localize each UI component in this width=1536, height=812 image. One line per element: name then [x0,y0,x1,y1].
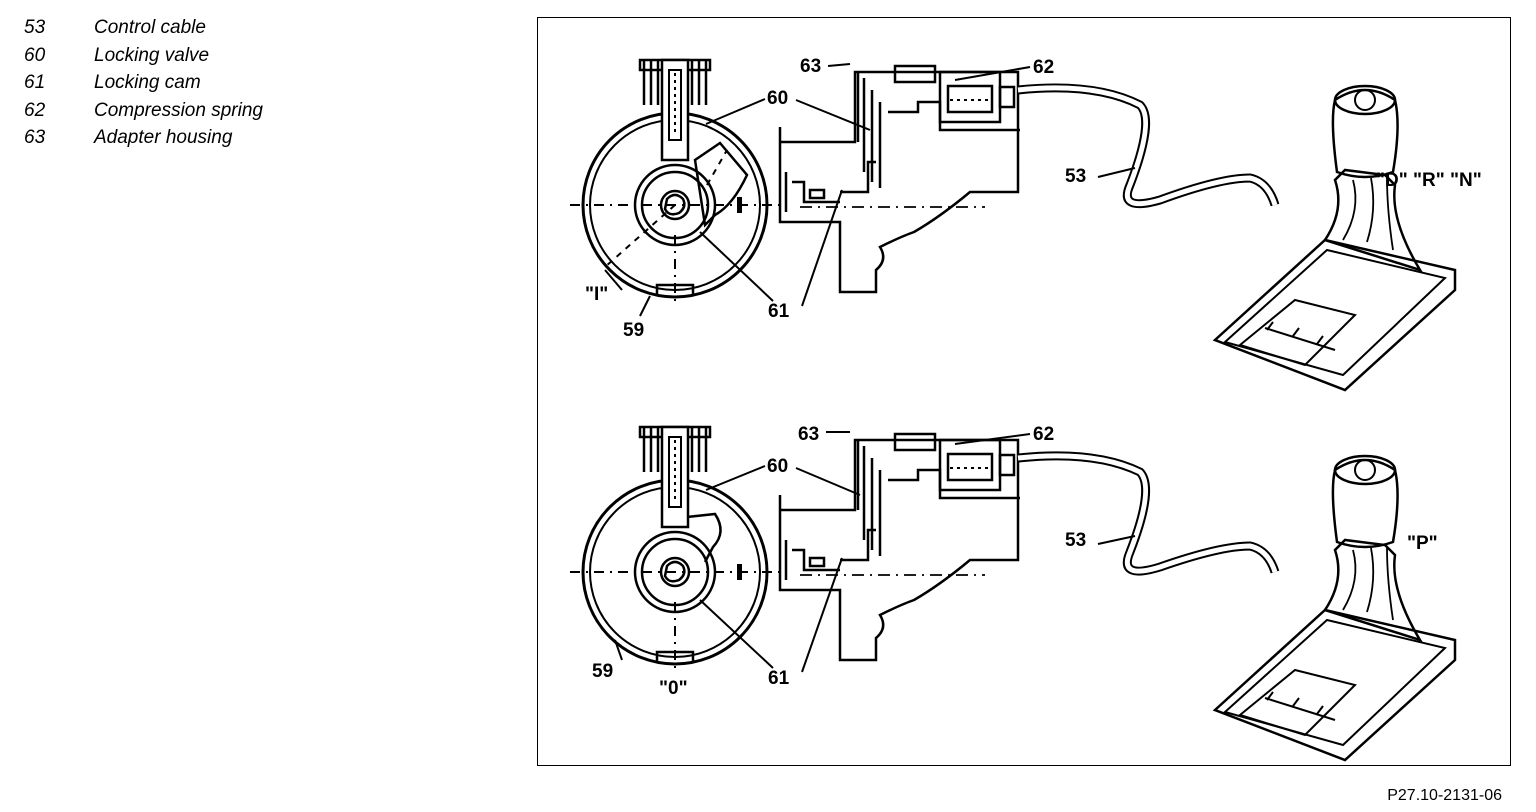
legend-label: Locking valve [94,44,210,66]
figure-reference: P27.10-2131-06 [1387,787,1502,804]
shift-position-label: "D" "R" "N" [1376,170,1482,191]
leader-lines [604,63,1136,317]
callout-53: 53 [1065,530,1086,551]
legend-label: Adapter housing [94,127,233,149]
legend-number: 60 [24,44,46,66]
leader-lines [614,431,1136,673]
callout-63: 63 [798,424,819,445]
callout-61: 61 [768,668,790,689]
diagram-frame [537,17,1511,766]
adapter-housing [778,432,1022,662]
callout-60: 60 [767,456,788,477]
callout-59: 59 [623,320,644,341]
key-position-label: "0" [659,678,688,699]
adapter-housing [778,64,1022,294]
legend-label: Compression spring [94,99,263,121]
selector-lever [1213,84,1457,392]
selector-lever [1213,454,1457,762]
shift-position-label: "P" [1407,533,1438,554]
legend-label: Control cable [94,17,206,38]
legend-number: 62 [24,99,46,121]
callout-62: 62 [1033,424,1054,445]
bottom-assembly: 63 62 60 53 61 59 "0" "P" [568,424,1457,762]
callout-62: 62 [1033,57,1054,78]
callout-61: 61 [768,301,790,322]
callout-53: 53 [1065,166,1086,187]
callout-59: 59 [592,661,613,682]
callout-60: 60 [767,88,788,109]
key-position-label: "I" [585,284,608,305]
legend-label: Locking cam [94,72,201,94]
ignition-lock-cylinder [568,58,782,307]
top-assembly: 63 62 60 53 61 59 "I" "D" "R" "N" [568,56,1482,392]
legend-number: 63 [24,127,46,149]
legend-number: 53 [24,17,46,38]
callout-63: 63 [800,56,821,77]
ignition-lock-cylinder [568,425,782,674]
control-cable [1017,451,1280,576]
control-cable [1017,83,1280,209]
legend-number: 61 [24,72,46,94]
